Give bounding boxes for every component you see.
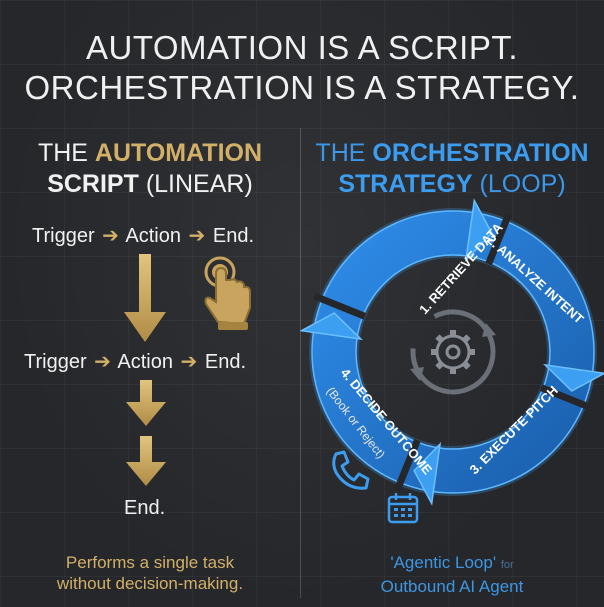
linear-flow-row-2: Trigger ➔ Action ➔ End. [24,349,246,374]
automation-footer-line-2: without decision-making. [56,574,244,593]
down-arrow-icon [124,254,166,342]
orchestration-heading-rest: (LOOP) [479,170,566,198]
flow-action-label: Action [125,225,181,247]
automation-footer-line-1: Performs a single task [65,553,235,572]
automation-heading-rest: (LINEAR) [145,170,253,198]
automation-heading-accent: AUTOMATION [94,139,263,167]
title-line-2: ORCHESTRATION IS A STRATEGY. [24,69,580,106]
calendar-icon [387,493,419,524]
flow-final-end: End. [124,497,166,519]
page-title: AUTOMATION IS A SCRIPT. ORCHESTRATION IS… [0,28,604,108]
linear-flow-row-1: Trigger ➔ Action ➔ End. [32,223,254,248]
orchestration-heading-accent: ORCHESTRATION [372,139,589,167]
flow-end-label: End. [212,225,255,247]
down-arrow-icon [126,436,166,486]
gear-cycle-icon [410,309,496,395]
orchestration-heading-the: THE [315,139,366,167]
automation-heading: THE AUTOMATION SCRIPT (LINEAR) [0,138,300,200]
tap-hand-icon [204,256,251,330]
phone-icon [332,450,370,490]
orchestration-footer: 'Agentic Loop' for Outbound AI Agent [300,552,604,597]
right-arrow-icon: ➔ [180,351,198,373]
flow-action-label: Action [117,351,173,373]
column-divider [300,128,301,598]
orchestration-heading: THE ORCHESTRATION STRATEGY (LOOP) [300,138,604,200]
right-arrow-icon: ➔ [188,225,206,247]
flow-end-label: End. [204,351,247,373]
right-arrow-icon: ➔ [94,351,111,373]
orchestration-heading-bold: STRATEGY [338,170,473,198]
automation-footer: Performs a single task without decision-… [0,552,300,594]
title-line-1: AUTOMATION IS A SCRIPT. [85,29,519,66]
flow-trigger-label: Trigger [24,351,87,373]
automation-heading-the: THE [37,139,88,167]
automation-heading-bold: SCRIPT [47,170,139,198]
right-arrow-icon: ➔ [102,225,119,247]
flow-trigger-label: Trigger [32,225,95,247]
orchestration-loop: 1. RETRIEVE DATA 2. ANALYZE INTENT 3. EX… [300,198,604,506]
orchestration-footer-line-2: Outbound AI Agent [380,577,524,596]
orchestration-footer-line-1: 'Agentic Loop' [390,553,497,572]
orchestration-footer-small: for [500,559,514,571]
down-arrow-icon [126,380,166,426]
